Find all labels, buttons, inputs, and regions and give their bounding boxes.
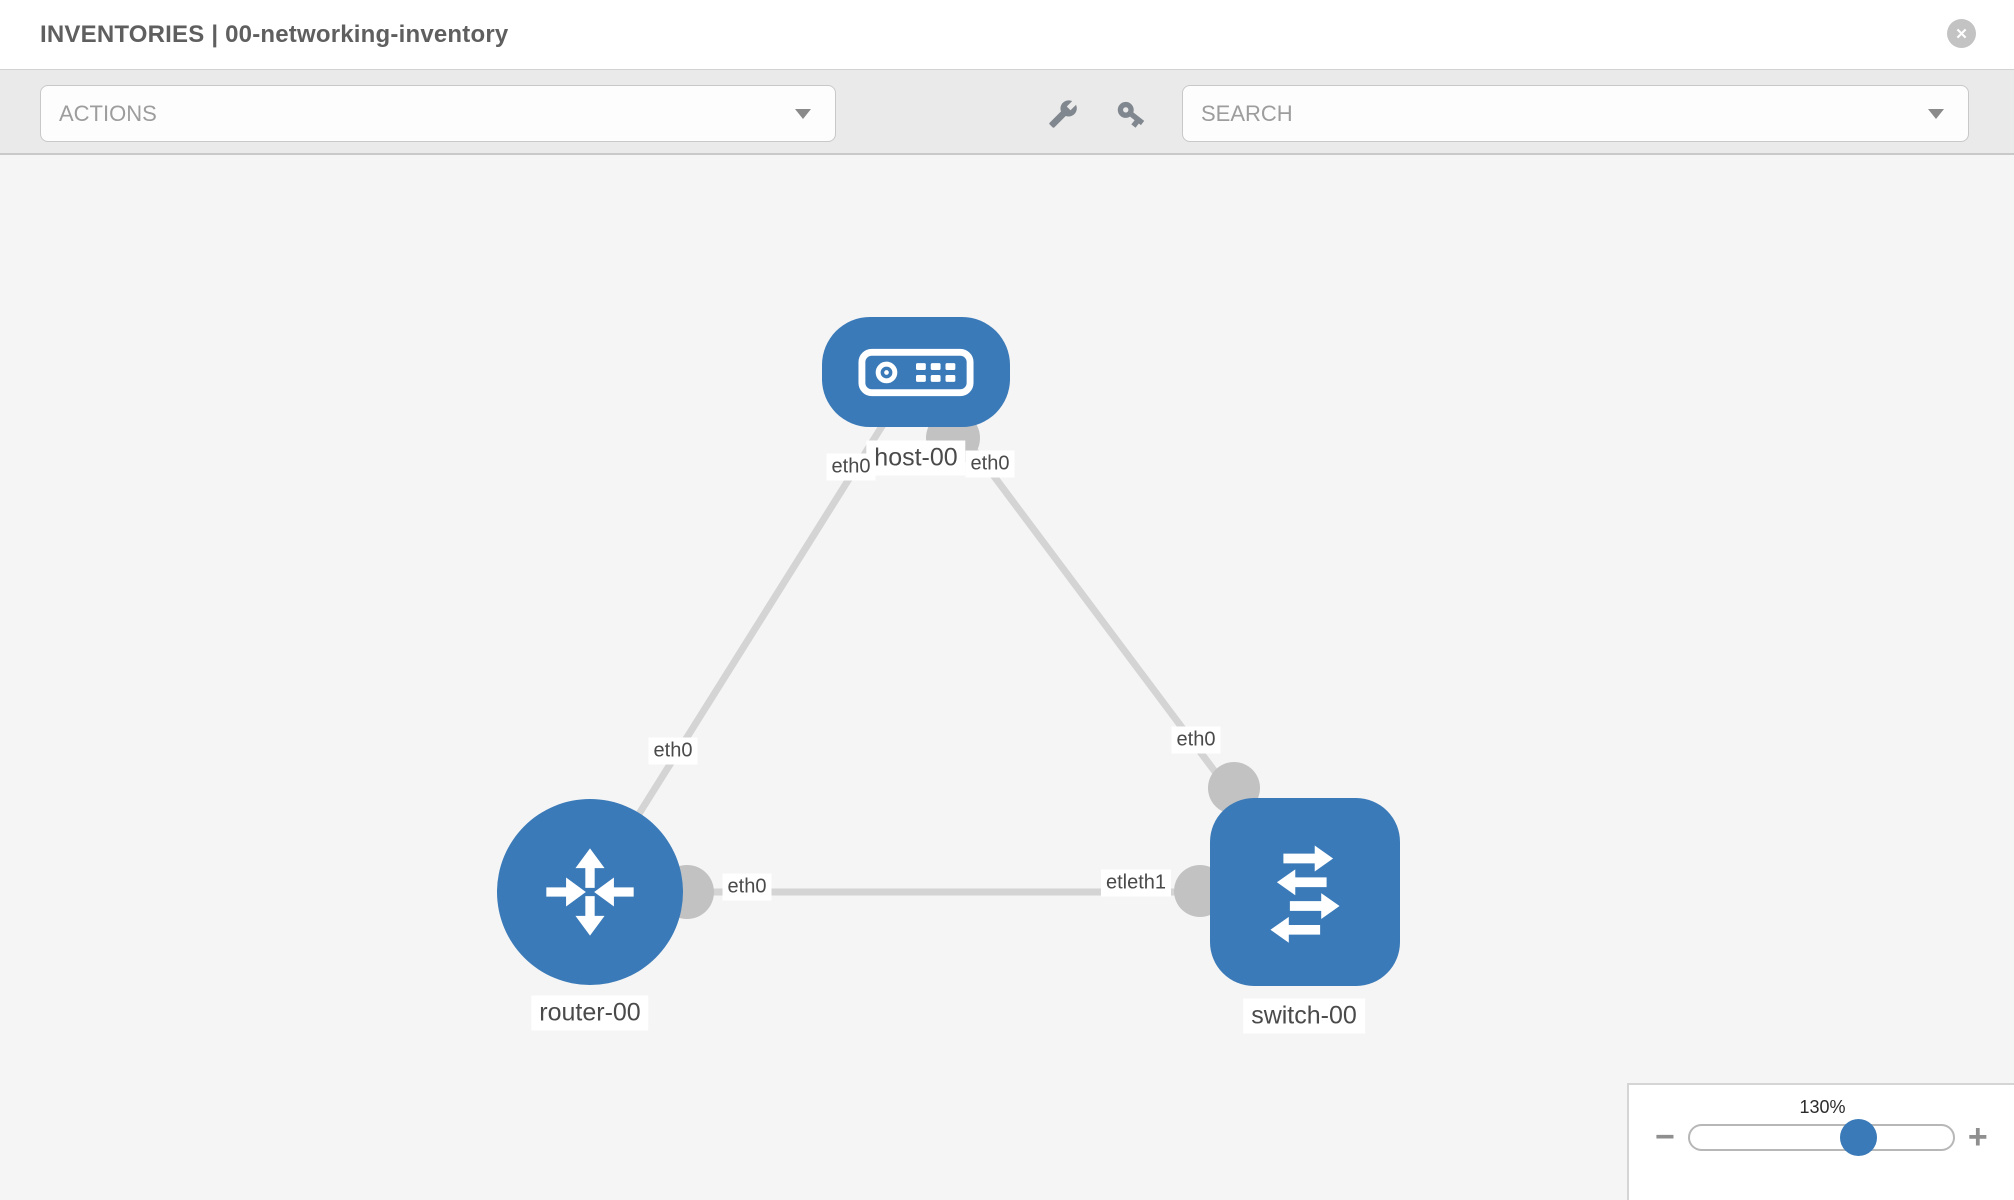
key-icon: [1117, 101, 1145, 128]
node-label-switch: switch-00: [1243, 998, 1365, 1034]
header: INVENTORIES | 00-networking-inventory ✕: [0, 0, 2014, 69]
node-label-host: host-00: [866, 440, 966, 476]
key-button[interactable]: [1115, 85, 1147, 142]
zoom-in-button[interactable]: +: [1967, 1118, 1988, 1156]
close-button[interactable]: ✕: [1947, 19, 1976, 48]
iface-label-host-switch-link: eth0: [1171, 726, 1221, 754]
topology-canvas[interactable]: host-00 router-00 switch-00 eth0 eth0 et…: [0, 155, 2014, 1200]
actions-dropdown[interactable]: ACTIONS: [40, 85, 836, 142]
iface-label-router-switch-right: etleth1: [1100, 869, 1172, 897]
actions-dropdown-label: ACTIONS: [59, 100, 157, 126]
zoom-panel: 130% − +: [1627, 1083, 2014, 1200]
node-label-router: router-00: [531, 995, 649, 1031]
zoom-out-button[interactable]: −: [1655, 1118, 1675, 1156]
node-switch-00[interactable]: [1210, 798, 1400, 986]
zoom-slider-thumb[interactable]: [1840, 1119, 1878, 1156]
toolbar: ACTIONS SEARCH: [0, 69, 2014, 155]
iface-label-host-left: eth0: [826, 453, 876, 481]
zoom-slider-track[interactable]: [1687, 1119, 1955, 1156]
edges-layer: [587, 369, 1308, 896]
chevron-down-icon: [1928, 108, 1944, 119]
page-title: INVENTORIES | 00-networking-inventory: [40, 20, 509, 48]
wrench-button[interactable]: [1048, 85, 1078, 142]
switch-icon: [1270, 845, 1340, 943]
host-icon: [858, 348, 974, 397]
iface-label-host-right: eth0: [965, 450, 1015, 478]
node-host-00[interactable]: [822, 317, 1010, 427]
iface-label-host-router-link: eth0: [648, 737, 698, 765]
search-dropdown-label: SEARCH: [1201, 100, 1293, 126]
close-icon: ✕: [1955, 25, 1968, 43]
zoom-level-value: 130%: [1799, 1097, 1846, 1117]
wrench-icon: [1049, 99, 1077, 128]
router-icon: [546, 848, 634, 936]
search-dropdown[interactable]: SEARCH: [1182, 85, 1969, 142]
chevron-down-icon: [795, 108, 811, 119]
iface-label-router-switch-left: eth0: [722, 873, 772, 901]
node-router-00[interactable]: [497, 799, 683, 985]
